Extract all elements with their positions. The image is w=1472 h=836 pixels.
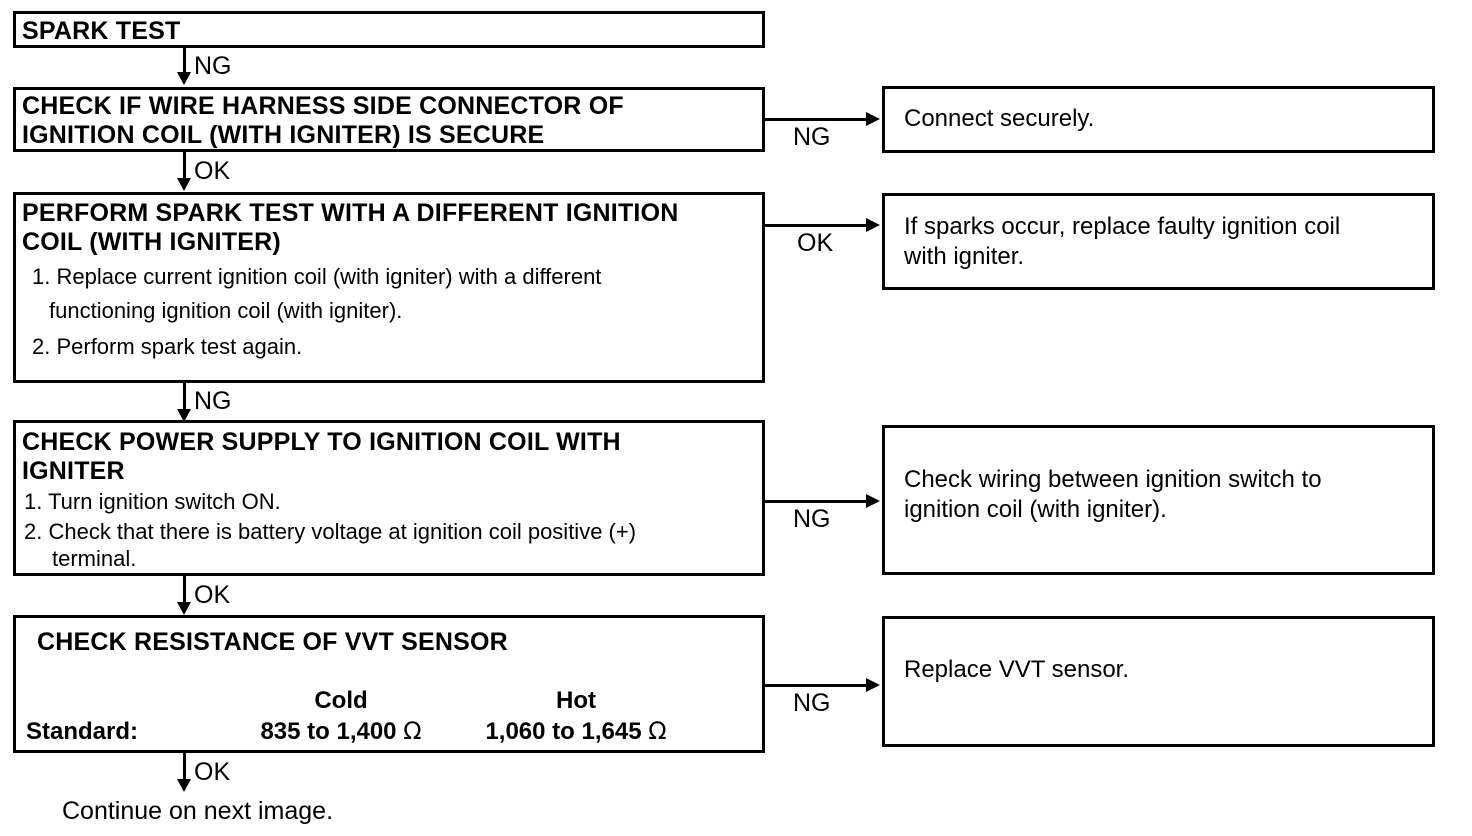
step-item-check-power-supply-2a: 2. Check that there is battery voltage a… xyxy=(24,519,637,544)
ohm-symbol-hot: Ω xyxy=(648,717,667,745)
connector-line-spark-test-to-replace-coil xyxy=(765,224,869,227)
step-heading-check-connector-line2: IGNITION COIL (WITH IGNITER) IS SECURE xyxy=(22,121,545,149)
step-box-check-vvt-resistance: CHECK RESISTANCE OF VVT SENSOR Cold Hot … xyxy=(13,615,765,753)
result-box-replace-vvt-sensor: Replace VVT sensor. xyxy=(882,616,1435,747)
step-box-check-power-supply: CHECK POWER SUPPLY TO IGNITION COIL WITH… xyxy=(13,420,765,576)
result-text-check-wiring-line2: ignition coil (with igniter). xyxy=(904,496,1167,523)
connector-label-connector-to-spark-test: OK xyxy=(194,157,231,185)
result-text-check-wiring-line1: Check wiring between ignition switch to xyxy=(904,466,1322,493)
vvt-table-value-cold: 835 to 1,400 Ω xyxy=(226,716,456,747)
arrow-right-spark-test-to-replace-coil xyxy=(866,218,880,232)
result-box-check-wiring: Check wiring between ignition switch to … xyxy=(882,425,1435,575)
step-heading-check-vvt-resistance: CHECK RESISTANCE OF VVT SENSOR xyxy=(37,628,508,656)
connector-line-connector-to-connect-securely xyxy=(765,118,869,121)
connector-label-power-to-check-wiring: NG xyxy=(793,505,831,533)
result-text-replace-vvt-sensor: Replace VVT sensor. xyxy=(904,656,1130,683)
connector-line-power-to-check-wiring xyxy=(765,500,869,503)
connector-line-spark-test-to-power xyxy=(183,383,186,411)
connector-label-power-to-vvt: OK xyxy=(194,581,231,609)
vvt-table-value-hot: 1,060 to 1,645 Ω xyxy=(456,716,696,747)
step-heading-check-connector-line1: CHECK IF WIRE HARNESS SIDE CONNECTOR OF xyxy=(22,92,624,120)
step-item-perform-spark-test-1a: 1. Replace current ignition coil (with i… xyxy=(32,264,602,289)
connector-label-spark-test-to-power: NG xyxy=(194,387,232,415)
vvt-cold-number: 835 to 1,400 xyxy=(260,718,397,745)
result-box-replace-faulty-coil: If sparks occur, replace faulty ignition… xyxy=(882,193,1435,290)
step-box-check-connector: CHECK IF WIRE HARNESS SIDE CONNECTOR OF … xyxy=(13,87,765,152)
vvt-table-header-row: Cold Hot xyxy=(26,686,696,716)
arrow-down-connector-to-spark-test xyxy=(177,178,191,191)
result-box-connect-securely: Connect securely. xyxy=(882,86,1435,153)
result-text-replace-faulty-coil-line2: with igniter. xyxy=(904,243,1025,270)
connector-line-vvt-to-continue xyxy=(183,753,186,781)
step-heading-perform-spark-test-line2: COIL (WITH IGNITER) xyxy=(22,228,281,256)
step-heading-spark-test: SPARK TEST xyxy=(22,17,181,45)
result-text-replace-faulty-coil-line1: If sparks occur, replace faulty ignition… xyxy=(904,213,1341,240)
step-box-spark-test: SPARK TEST xyxy=(13,11,765,48)
arrow-down-power-to-vvt xyxy=(177,602,191,615)
connector-label-spark-test-to-replace-coil: OK xyxy=(797,229,834,257)
connector-label-spark-to-connector: NG xyxy=(194,52,232,80)
step-item-check-power-supply-1: 1. Turn ignition switch ON. xyxy=(24,489,281,514)
arrow-down-spark-to-connector xyxy=(177,72,191,85)
connector-label-vvt-to-continue: OK xyxy=(194,758,231,786)
connector-line-connector-to-spark-test xyxy=(183,152,186,179)
step-heading-perform-spark-test-line1: PERFORM SPARK TEST WITH A DIFFERENT IGNI… xyxy=(22,199,679,227)
vvt-table-value-row: Standard: 835 to 1,400 Ω 1,060 to 1,645 … xyxy=(26,716,696,747)
arrow-down-spark-test-to-power xyxy=(177,409,191,422)
step-item-check-power-supply-2b: terminal. xyxy=(52,546,137,571)
vvt-table-header-cold: Cold xyxy=(314,687,368,714)
step-item-perform-spark-test-1b: functioning ignition coil (with igniter)… xyxy=(49,298,403,323)
arrow-down-vvt-to-continue xyxy=(177,779,191,792)
step-item-perform-spark-test-2: 2. Perform spark test again. xyxy=(32,334,303,359)
vvt-table-header-hot: Hot xyxy=(556,687,596,714)
step-box-perform-spark-test: PERFORM SPARK TEST WITH A DIFFERENT IGNI… xyxy=(13,192,765,383)
ohm-symbol-cold: Ω xyxy=(403,717,422,745)
step-heading-check-power-supply-line1: CHECK POWER SUPPLY TO IGNITION COIL WITH xyxy=(22,428,621,456)
arrow-right-power-to-check-wiring xyxy=(866,494,880,508)
connector-line-spark-to-connector xyxy=(183,48,186,74)
vvt-hot-number: 1,060 to 1,645 xyxy=(485,718,642,745)
result-text-connect-securely: Connect securely. xyxy=(904,105,1095,132)
connector-label-vvt-to-replace-sensor: NG xyxy=(793,689,831,717)
arrow-right-connector-to-connect-securely xyxy=(866,112,880,126)
connector-line-power-to-vvt xyxy=(183,576,186,604)
arrow-right-vvt-to-replace-sensor xyxy=(866,678,880,692)
connector-line-vvt-to-replace-sensor xyxy=(765,684,869,687)
vvt-table-row-label: Standard: xyxy=(26,718,139,745)
step-heading-check-power-supply-line2: IGNITER xyxy=(22,457,125,485)
vvt-resistance-table: Cold Hot Standard: 835 to 1,400 Ω 1,060 … xyxy=(26,686,696,747)
continue-note: Continue on next image. xyxy=(62,797,334,825)
connector-label-connector-to-connect-securely: NG xyxy=(793,123,831,151)
